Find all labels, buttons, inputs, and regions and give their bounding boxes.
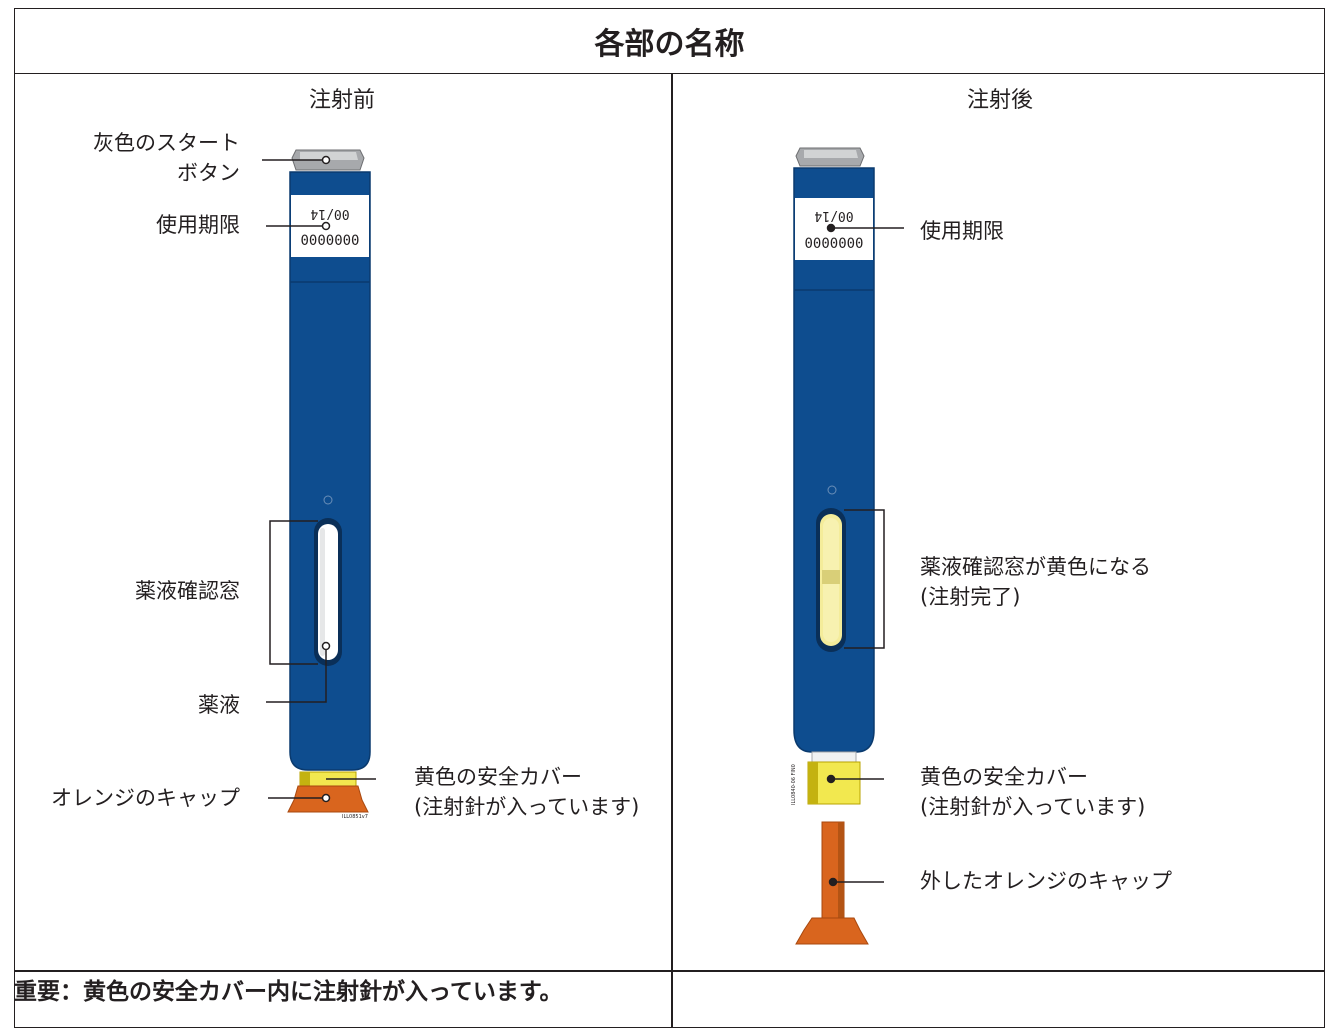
label-cover-before-line1: 黄色の安全カバー bbox=[414, 765, 582, 789]
before-heading: 注射前 bbox=[308, 88, 375, 113]
expiry-code-after: 0000000 bbox=[804, 236, 863, 252]
expiry-date-before: 00/14 bbox=[310, 206, 349, 221]
label-cover-after-line1: 黄色の安全カバー bbox=[920, 765, 1088, 789]
expiry-code-before: 0000000 bbox=[300, 233, 359, 249]
pen-body-before bbox=[289, 171, 371, 771]
after-heading: 注射後 bbox=[966, 88, 1033, 113]
orange-cap-base bbox=[795, 917, 869, 945]
diagram-frame: 各部の名称 bbox=[14, 8, 1325, 1028]
leaders-after bbox=[826, 223, 904, 887]
pen-after: 00/14 0000000 ILL0840-06 FIN0 bbox=[791, 147, 875, 945]
label-start-button: 灰色のスタート ボタン bbox=[40, 128, 240, 188]
label-cap-before: オレンジのキャップ bbox=[51, 786, 240, 810]
page-title: 各部の名称 bbox=[15, 9, 1324, 74]
label-start-button-line1: 灰色のスタート bbox=[93, 131, 240, 155]
label-cap-after: 外したオレンジのキャップ bbox=[920, 869, 1172, 893]
label-window-before: 薬液確認窓 bbox=[135, 579, 240, 603]
footer-note: 重要：黄色の安全カバー内に注射針が入っています。 bbox=[14, 979, 563, 1005]
label-cover-after: 黄色の安全カバー (注射針が入っています) bbox=[920, 762, 1145, 822]
label-medicine: 薬液 bbox=[198, 693, 240, 717]
label-window-after-line1: 薬液確認窓が黄色になる bbox=[920, 555, 1151, 579]
label-window-after-line2: (注射完了) bbox=[920, 585, 1021, 609]
pen-before: 00/14 0000000 ILL0851v7 bbox=[287, 149, 371, 820]
footer-divider bbox=[15, 970, 1324, 972]
label-cover-before: 黄色の安全カバー (注射針が入っています) bbox=[414, 762, 639, 822]
tiny-code-after: ILL0840-06 FIN0 bbox=[791, 764, 797, 805]
tiny-code-before: ILL0851v7 bbox=[342, 814, 368, 820]
label-cover-before-line2: (注射針が入っています) bbox=[414, 795, 640, 819]
leaders-before bbox=[262, 155, 376, 803]
label-window-after: 薬液確認窓が黄色になる (注射完了) bbox=[920, 552, 1151, 612]
label-start-button-line2: ボタン bbox=[177, 161, 240, 185]
label-expiry-after: 使用期限 bbox=[920, 219, 1004, 243]
label-cover-after-line2: (注射針が入っています) bbox=[920, 795, 1146, 819]
label-expiry-before: 使用期限 bbox=[156, 213, 240, 237]
column-divider bbox=[671, 73, 673, 1027]
expiry-date-after: 00/14 bbox=[814, 208, 853, 223]
